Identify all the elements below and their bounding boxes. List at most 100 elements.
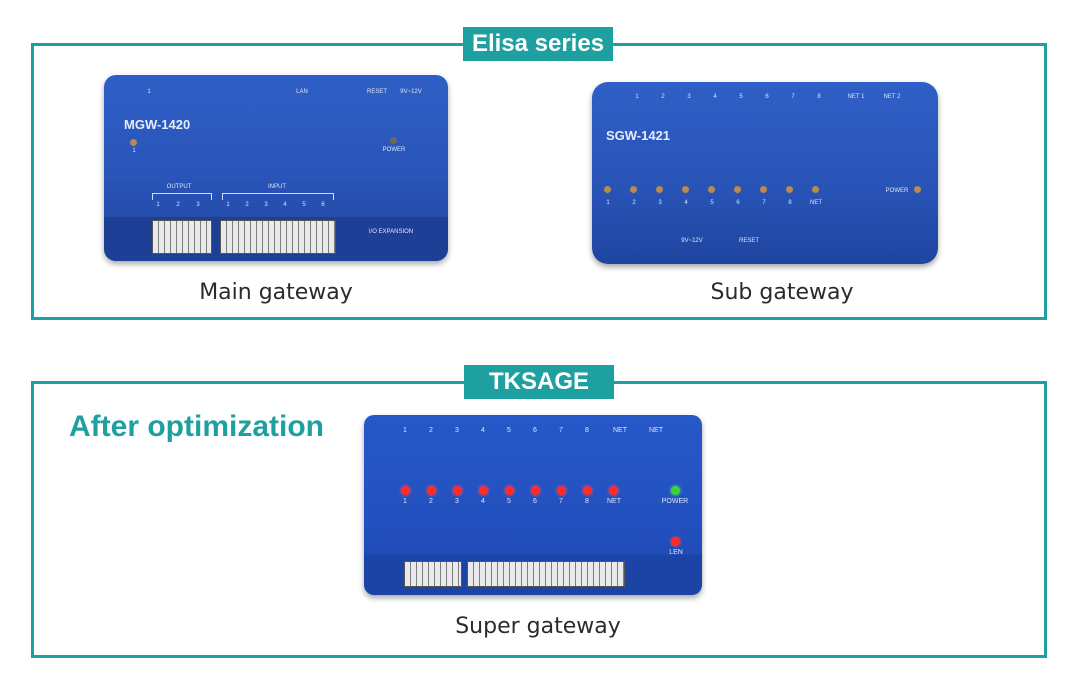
- led-label-2: 2: [429, 498, 433, 505]
- indicator-led: [130, 139, 137, 146]
- top-port-2: 2: [661, 94, 665, 100]
- led-label-4: 4: [481, 498, 485, 505]
- right-connector: [467, 561, 625, 587]
- top-port-4: 4: [713, 94, 717, 100]
- sub-gateway-device: 1 2 3 4 5 6 7 8 NET 1 NET 2 SGW-1421 1 2…: [592, 82, 938, 264]
- led-5: [708, 186, 715, 193]
- top-port-3: 3: [455, 427, 459, 434]
- input-port-4: 4: [283, 202, 287, 208]
- len-led: [671, 537, 680, 546]
- reset-label: RESET: [366, 89, 387, 95]
- top-port-6: 6: [765, 94, 769, 100]
- power-label: POWER: [382, 147, 406, 153]
- led-label-5: 5: [507, 498, 511, 505]
- power-label: POWER: [885, 188, 909, 194]
- top-port-6: 6: [533, 427, 537, 434]
- main-gateway-device: 1 LAN RESET 9V~12V MGW-1420 1 POWER OUTP…: [104, 75, 448, 261]
- led-7: [557, 486, 566, 495]
- led-3: [656, 186, 663, 193]
- power-led: [671, 486, 680, 495]
- led-label-7: 7: [559, 498, 563, 505]
- led-label-net: NET: [810, 200, 822, 206]
- model-label: SGW-1421: [606, 128, 671, 143]
- len-label: LEN: [669, 549, 683, 556]
- top-port-8: 8: [817, 94, 821, 100]
- elisa-series-tag: Elisa series: [463, 27, 613, 61]
- port-label: 1: [147, 89, 151, 95]
- dc-label: 9V~12V: [681, 238, 703, 244]
- input-connector: [220, 220, 336, 254]
- output-connector: [152, 220, 212, 254]
- sub-gateway-caption: Sub gateway: [710, 280, 854, 305]
- output-port-3: 3: [196, 202, 200, 208]
- led-net: [609, 486, 618, 495]
- input-port-5: 5: [302, 202, 306, 208]
- top-port-3: 3: [687, 94, 691, 100]
- led-label-6: 6: [533, 498, 537, 505]
- led-label-3: 3: [658, 200, 662, 206]
- led-1: [401, 486, 410, 495]
- led-label-1: 1: [403, 498, 407, 505]
- power-led: [390, 137, 397, 144]
- main-gateway-caption: Main gateway: [199, 280, 353, 305]
- tksage-tag: TKSAGE: [464, 365, 614, 399]
- led-4: [682, 186, 689, 193]
- input-port-6: 6: [321, 202, 325, 208]
- left-connector: [404, 561, 462, 587]
- led-6: [531, 486, 540, 495]
- led-7: [760, 186, 767, 193]
- after-optimization-heading: After optimization: [69, 410, 324, 443]
- top-port-1: 1: [635, 94, 639, 100]
- top-port-5: 5: [739, 94, 743, 100]
- led-label-7: 7: [762, 200, 766, 206]
- led-4: [479, 486, 488, 495]
- led-3: [453, 486, 462, 495]
- led-label-1: 1: [606, 200, 610, 206]
- top-port-net2: NET 2: [883, 94, 901, 100]
- io-expansion-label: I/O EXPANSION: [368, 229, 414, 235]
- output-bracket: [152, 193, 212, 200]
- led-label-net: NET: [607, 498, 621, 505]
- led-1: [604, 186, 611, 193]
- top-port-7: 7: [791, 94, 795, 100]
- led-net: [812, 186, 819, 193]
- led-label-4: 4: [684, 200, 688, 206]
- super-gateway-device: 1 2 3 4 5 6 7 8 NET NET 1 2 3 4 5 6 7 8 …: [364, 415, 702, 595]
- led-label-6: 6: [736, 200, 740, 206]
- output-port-1: 1: [156, 202, 160, 208]
- output-label: OUTPUT: [166, 184, 192, 190]
- input-bracket: [222, 193, 334, 200]
- top-port-4: 4: [481, 427, 485, 434]
- led-label-5: 5: [710, 200, 714, 206]
- led-6: [734, 186, 741, 193]
- top-port-1: 1: [403, 427, 407, 434]
- led-2: [630, 186, 637, 193]
- top-port-net-b: NET: [649, 427, 663, 434]
- top-port-net-a: NET: [613, 427, 627, 434]
- led-label: 1: [132, 148, 136, 154]
- led-2: [427, 486, 436, 495]
- top-port-5: 5: [507, 427, 511, 434]
- lan-label: LAN: [296, 89, 308, 95]
- led-8: [583, 486, 592, 495]
- power-led: [914, 186, 921, 193]
- top-port-2: 2: [429, 427, 433, 434]
- reset-label: RESET: [738, 238, 759, 244]
- top-port-7: 7: [559, 427, 563, 434]
- top-port-net1: NET 1: [847, 94, 865, 100]
- led-5: [505, 486, 514, 495]
- model-label: MGW-1420: [124, 117, 191, 132]
- input-port-1: 1: [226, 202, 230, 208]
- led-label-2: 2: [632, 200, 636, 206]
- input-port-3: 3: [264, 202, 268, 208]
- led-label-8: 8: [788, 200, 792, 206]
- led-label-3: 3: [455, 498, 459, 505]
- input-port-2: 2: [245, 202, 249, 208]
- top-port-8: 8: [585, 427, 589, 434]
- power-label: POWER: [661, 498, 689, 505]
- input-label: INPUT: [268, 184, 286, 190]
- led-8: [786, 186, 793, 193]
- super-gateway-caption: Super gateway: [455, 614, 621, 639]
- output-port-2: 2: [176, 202, 180, 208]
- led-label-8: 8: [585, 498, 589, 505]
